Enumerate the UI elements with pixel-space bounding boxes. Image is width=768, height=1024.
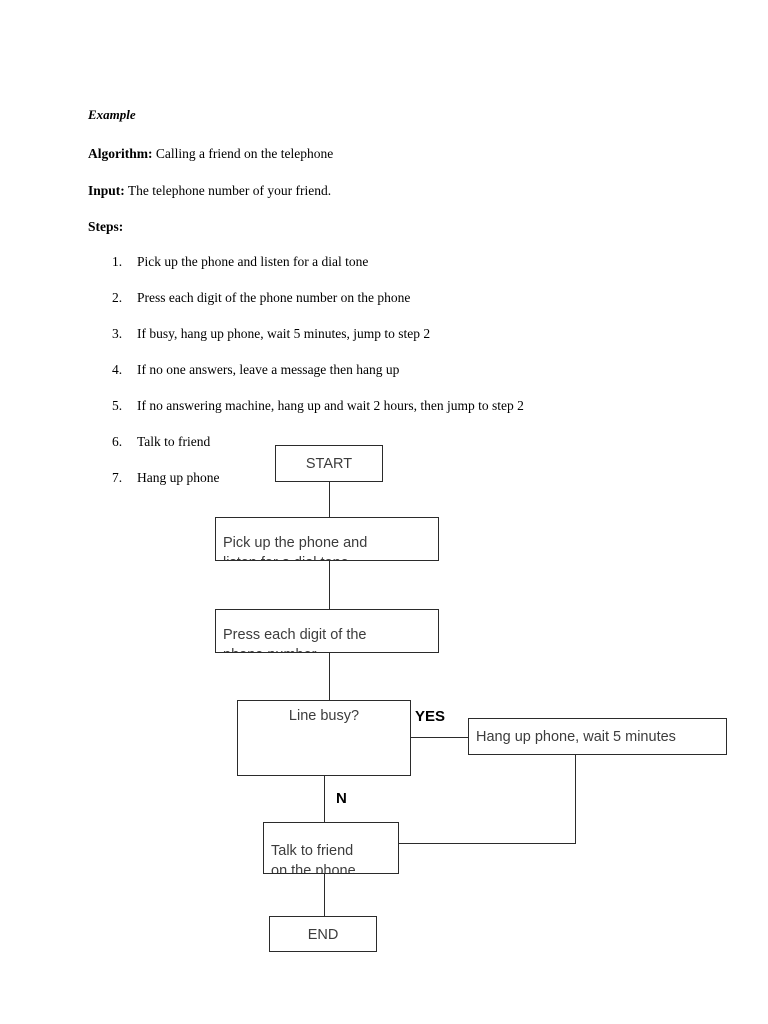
list-item: 7. Hang up phone [112, 471, 732, 485]
example-heading: Example [88, 107, 136, 122]
connector-decision-no [324, 776, 325, 822]
steps-list: 1. Pick up the phone and listen for a di… [112, 255, 732, 507]
edge-label-yes: YES [415, 708, 446, 725]
list-item: 5. If no answering machine, hang up and … [112, 399, 732, 413]
flow-node-end: END [269, 916, 377, 952]
algorithm-line: Algorithm: Calling a friend on the telep… [88, 147, 688, 161]
steps-heading: Steps: [88, 220, 688, 234]
list-item: 2. Press each digit of the phone number … [112, 291, 732, 305]
connector-return-horizontal [399, 843, 576, 844]
connector-pickup-to-press [329, 561, 330, 609]
flow-node-decision-line-busy: Line busy? [237, 700, 411, 776]
flow-node-pick-up-phone: Pick up the phone and listen for a dial … [215, 517, 439, 561]
list-item-number: 2. [112, 290, 123, 305]
list-item-text: Talk to friend [137, 434, 211, 449]
list-item-text: Pick up the phone and listen for a dial … [137, 254, 369, 269]
flow-node-talk-to-friend-label-line1: Talk to friend [271, 843, 354, 859]
flow-node-press-digit-label-line1: Press each digit of the [223, 627, 367, 643]
list-item: 6. Talk to friend [112, 435, 732, 449]
list-item-number: 6. [112, 434, 123, 449]
list-item-text: If no one answers, leave a message then … [137, 362, 400, 377]
flow-node-decision-label: Line busy? [288, 708, 360, 724]
document-text-block: Example Algorithm: Calling a friend on t… [88, 108, 688, 257]
connector-start-to-pickup [329, 482, 330, 517]
connector-decision-yes [411, 737, 468, 738]
list-item-number: 5. [112, 398, 123, 413]
algorithm-label: Algorithm: [88, 146, 153, 161]
list-item-text: Hang up phone [137, 470, 220, 485]
list-item-number: 3. [112, 326, 123, 341]
flow-node-press-digit: Press each digit of the phone number [215, 609, 439, 653]
connector-press-to-decision [329, 653, 330, 700]
connector-return-vertical [575, 755, 576, 843]
list-item-number: 7. [112, 470, 123, 485]
steps-label: Steps: [88, 219, 124, 234]
list-item-text: If busy, hang up phone, wait 5 minutes, … [137, 326, 431, 341]
flow-node-hang-up-wait: Hang up phone, wait 5 minutes [468, 718, 727, 755]
flow-node-start-label: START [305, 456, 353, 472]
flow-node-pick-up-phone-label-line2: listen for a dial tone [223, 553, 349, 560]
list-item-text: Press each digit of the phone number on … [137, 290, 411, 305]
input-label: Input: [88, 182, 125, 198]
flow-node-talk-to-friend-label-line2: on the phone [271, 863, 356, 874]
flow-node-end-label: END [307, 927, 339, 943]
connector-talk-to-end [324, 874, 325, 916]
input-value: The telephone number of your friend. [124, 182, 332, 198]
list-item-number: 4. [112, 362, 123, 377]
list-item: 4. If no one answers, leave a message th… [112, 363, 732, 377]
input-line: Input: The telephone number of your frie… [88, 182, 688, 198]
list-item-number: 1. [112, 254, 123, 269]
flow-node-talk-to-friend: Talk to friend on the phone [263, 822, 399, 874]
flow-node-pick-up-phone-label-line1: Pick up the phone and [223, 535, 368, 551]
edge-label-no: N [336, 790, 347, 807]
flow-node-start: START [275, 445, 383, 482]
flow-node-press-digit-label-line2: phone number [223, 645, 317, 652]
list-item: 1. Pick up the phone and listen for a di… [112, 255, 732, 269]
list-item: 3. If busy, hang up phone, wait 5 minute… [112, 327, 732, 341]
algorithm-value: Calling a friend on the telephone [152, 146, 334, 161]
list-item-text: If no answering machine, hang up and wai… [137, 398, 524, 413]
flow-node-hang-up-wait-label: Hang up phone, wait 5 minutes [476, 729, 676, 745]
